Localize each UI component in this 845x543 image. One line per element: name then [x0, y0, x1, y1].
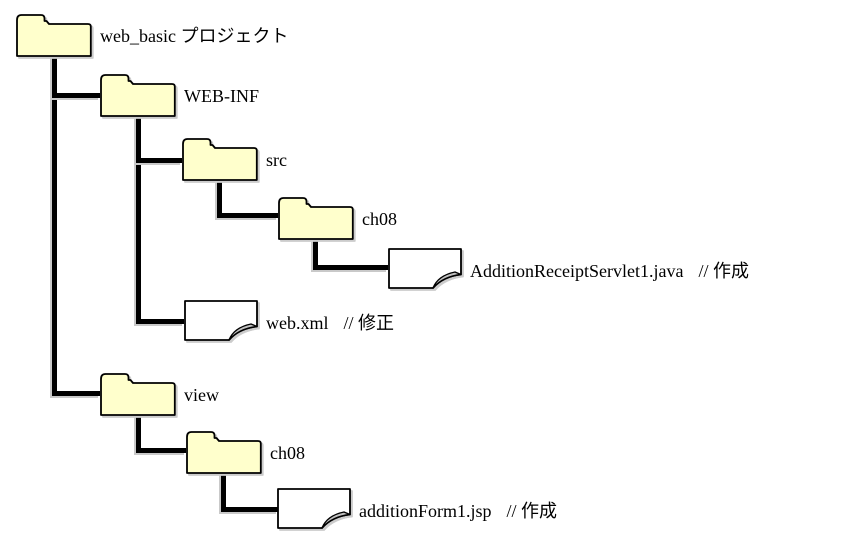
connector-branch-ch08-src [217, 213, 278, 218]
file-name: web.xml [266, 312, 329, 333]
node-label: src [266, 150, 287, 171]
connector-ch08-src-trunk [313, 240, 318, 270]
connector-root-trunk [52, 55, 57, 396]
tree-node-view: view [100, 370, 219, 416]
file-name: AdditionReceiptServlet1.java [470, 260, 684, 281]
connector-branch-servlet [313, 265, 388, 270]
tree-node-root: web_basic プロジェクト [16, 11, 288, 57]
file-comment: // 作成 [698, 260, 749, 281]
node-label: WEB-INF [184, 86, 259, 107]
file-comment: // 修正 [343, 312, 395, 333]
file-name: additionForm1.jsp [359, 500, 492, 521]
folder-icon [186, 431, 262, 474]
folder-icon [100, 373, 176, 416]
folder-icon [278, 197, 354, 240]
connector-branch-view [52, 391, 100, 396]
tree-node-ch08-src: ch08 [278, 194, 397, 240]
connector-branch-webxml [136, 319, 184, 324]
node-label: additionForm1.jsp // 作成 [359, 500, 558, 522]
folder-icon [100, 74, 176, 117]
tree-node-addition-form-jsp: additionForm1.jsp // 作成 [277, 488, 557, 529]
file-comment: // 作成 [506, 500, 558, 521]
document-icon [184, 300, 258, 341]
node-label: ch08 [270, 443, 305, 464]
connector-branch-jsp [221, 507, 278, 512]
node-label: AdditionReceiptServlet1.java // 作成 [470, 260, 749, 282]
tree-node-servlet-java: AdditionReceiptServlet1.java // 作成 [388, 248, 749, 289]
tree-node-web-inf: WEB-INF [100, 71, 259, 117]
node-label: web.xml // 修正 [266, 312, 395, 334]
connector-webinf-trunk [136, 117, 141, 324]
folder-icon [16, 14, 92, 57]
tree-node-web-xml: web.xml // 修正 [184, 300, 394, 341]
tree-node-ch08-view: ch08 [186, 428, 305, 474]
document-icon [388, 248, 462, 289]
connector-src-trunk [217, 181, 222, 218]
node-label: view [184, 385, 219, 406]
node-label: ch08 [362, 209, 397, 230]
connector-branch-webinf [52, 93, 100, 98]
node-label: web_basic プロジェクト [100, 26, 289, 47]
tree-node-src: src [182, 135, 287, 181]
connector-branch-ch08-view [136, 448, 186, 453]
document-icon [277, 488, 351, 529]
connector-view-trunk [136, 414, 141, 453]
connector-ch08-view-trunk [221, 473, 226, 512]
connector-branch-src [136, 158, 182, 163]
folder-icon [182, 138, 258, 181]
